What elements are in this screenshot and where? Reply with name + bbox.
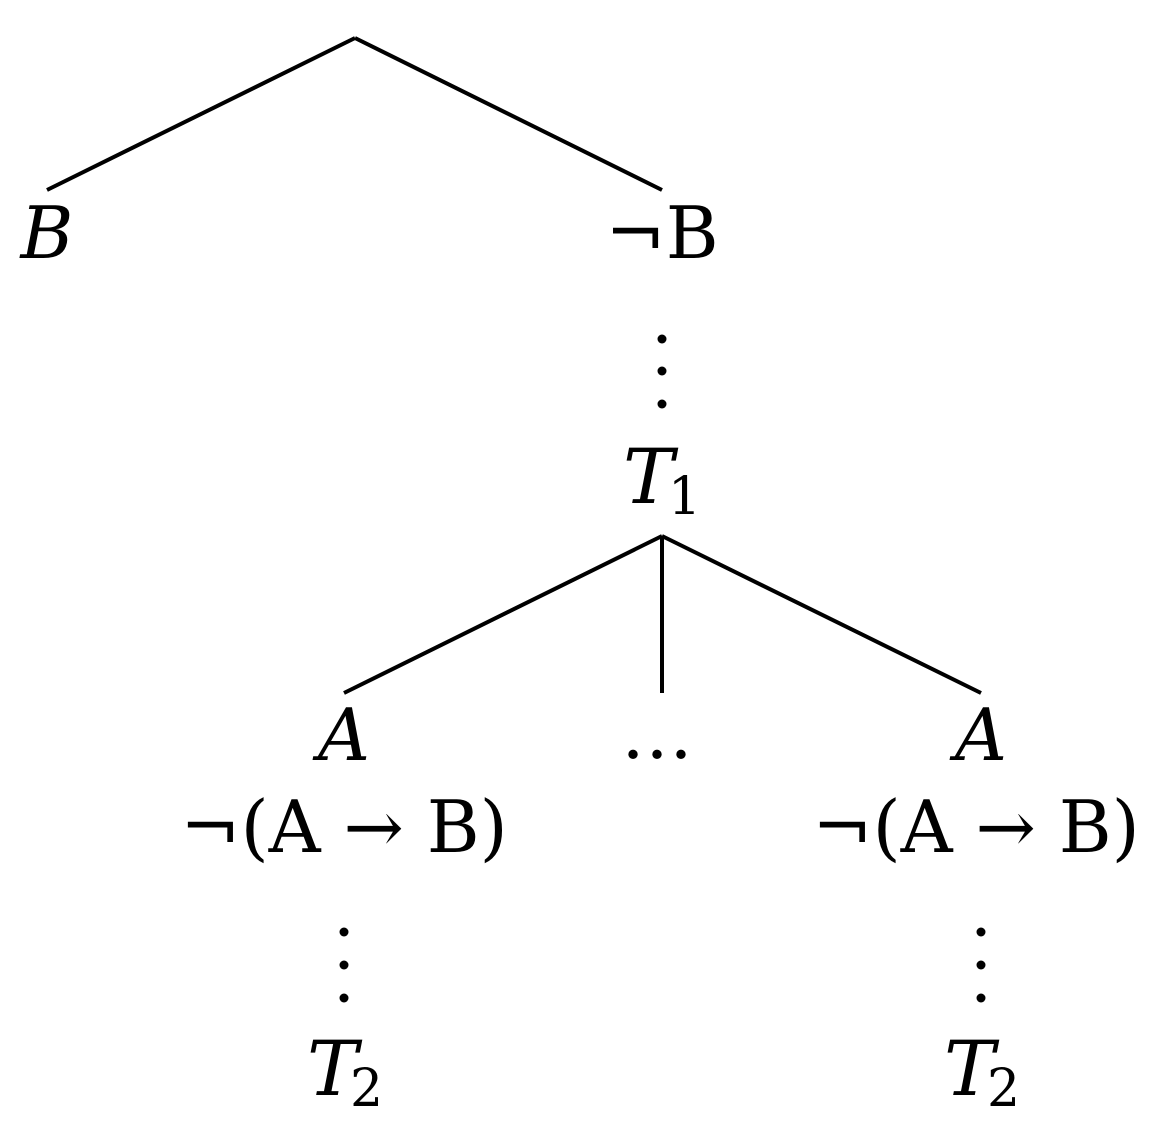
edge-root-right xyxy=(354,36,663,192)
t1-subscript: 1 xyxy=(668,467,701,527)
left-branch-negated-implication: ¬(A → B) xyxy=(180,785,508,869)
t2-right-node: T 2 xyxy=(944,1024,1020,1119)
vertical-ellipsis-left xyxy=(339,927,349,1003)
left-branch-a: A xyxy=(312,693,370,777)
vertical-ellipsis-right xyxy=(976,927,986,1003)
t2-left-subscript: 2 xyxy=(350,1059,383,1119)
edge-t1-left xyxy=(343,534,663,695)
node-not-b-label: ¬B xyxy=(605,191,718,275)
t2-right-symbol: T xyxy=(944,1024,1000,1113)
t2-left-node: T 2 xyxy=(307,1024,383,1119)
t2-left-symbol: T xyxy=(307,1024,363,1113)
t1-symbol: T xyxy=(623,432,679,521)
middle-branch-ellipsis: … xyxy=(621,691,693,775)
t2-right-subscript: 2 xyxy=(987,1059,1020,1119)
right-branch-negated-implication: ¬(A → B) xyxy=(812,785,1140,869)
t1-node: T 1 xyxy=(623,432,701,527)
node-b-label: B xyxy=(19,191,74,275)
edge-t1-right xyxy=(661,534,982,695)
vertical-ellipsis-top xyxy=(657,334,667,409)
edge-root-left xyxy=(46,36,356,192)
right-branch-a: A xyxy=(949,693,1007,777)
